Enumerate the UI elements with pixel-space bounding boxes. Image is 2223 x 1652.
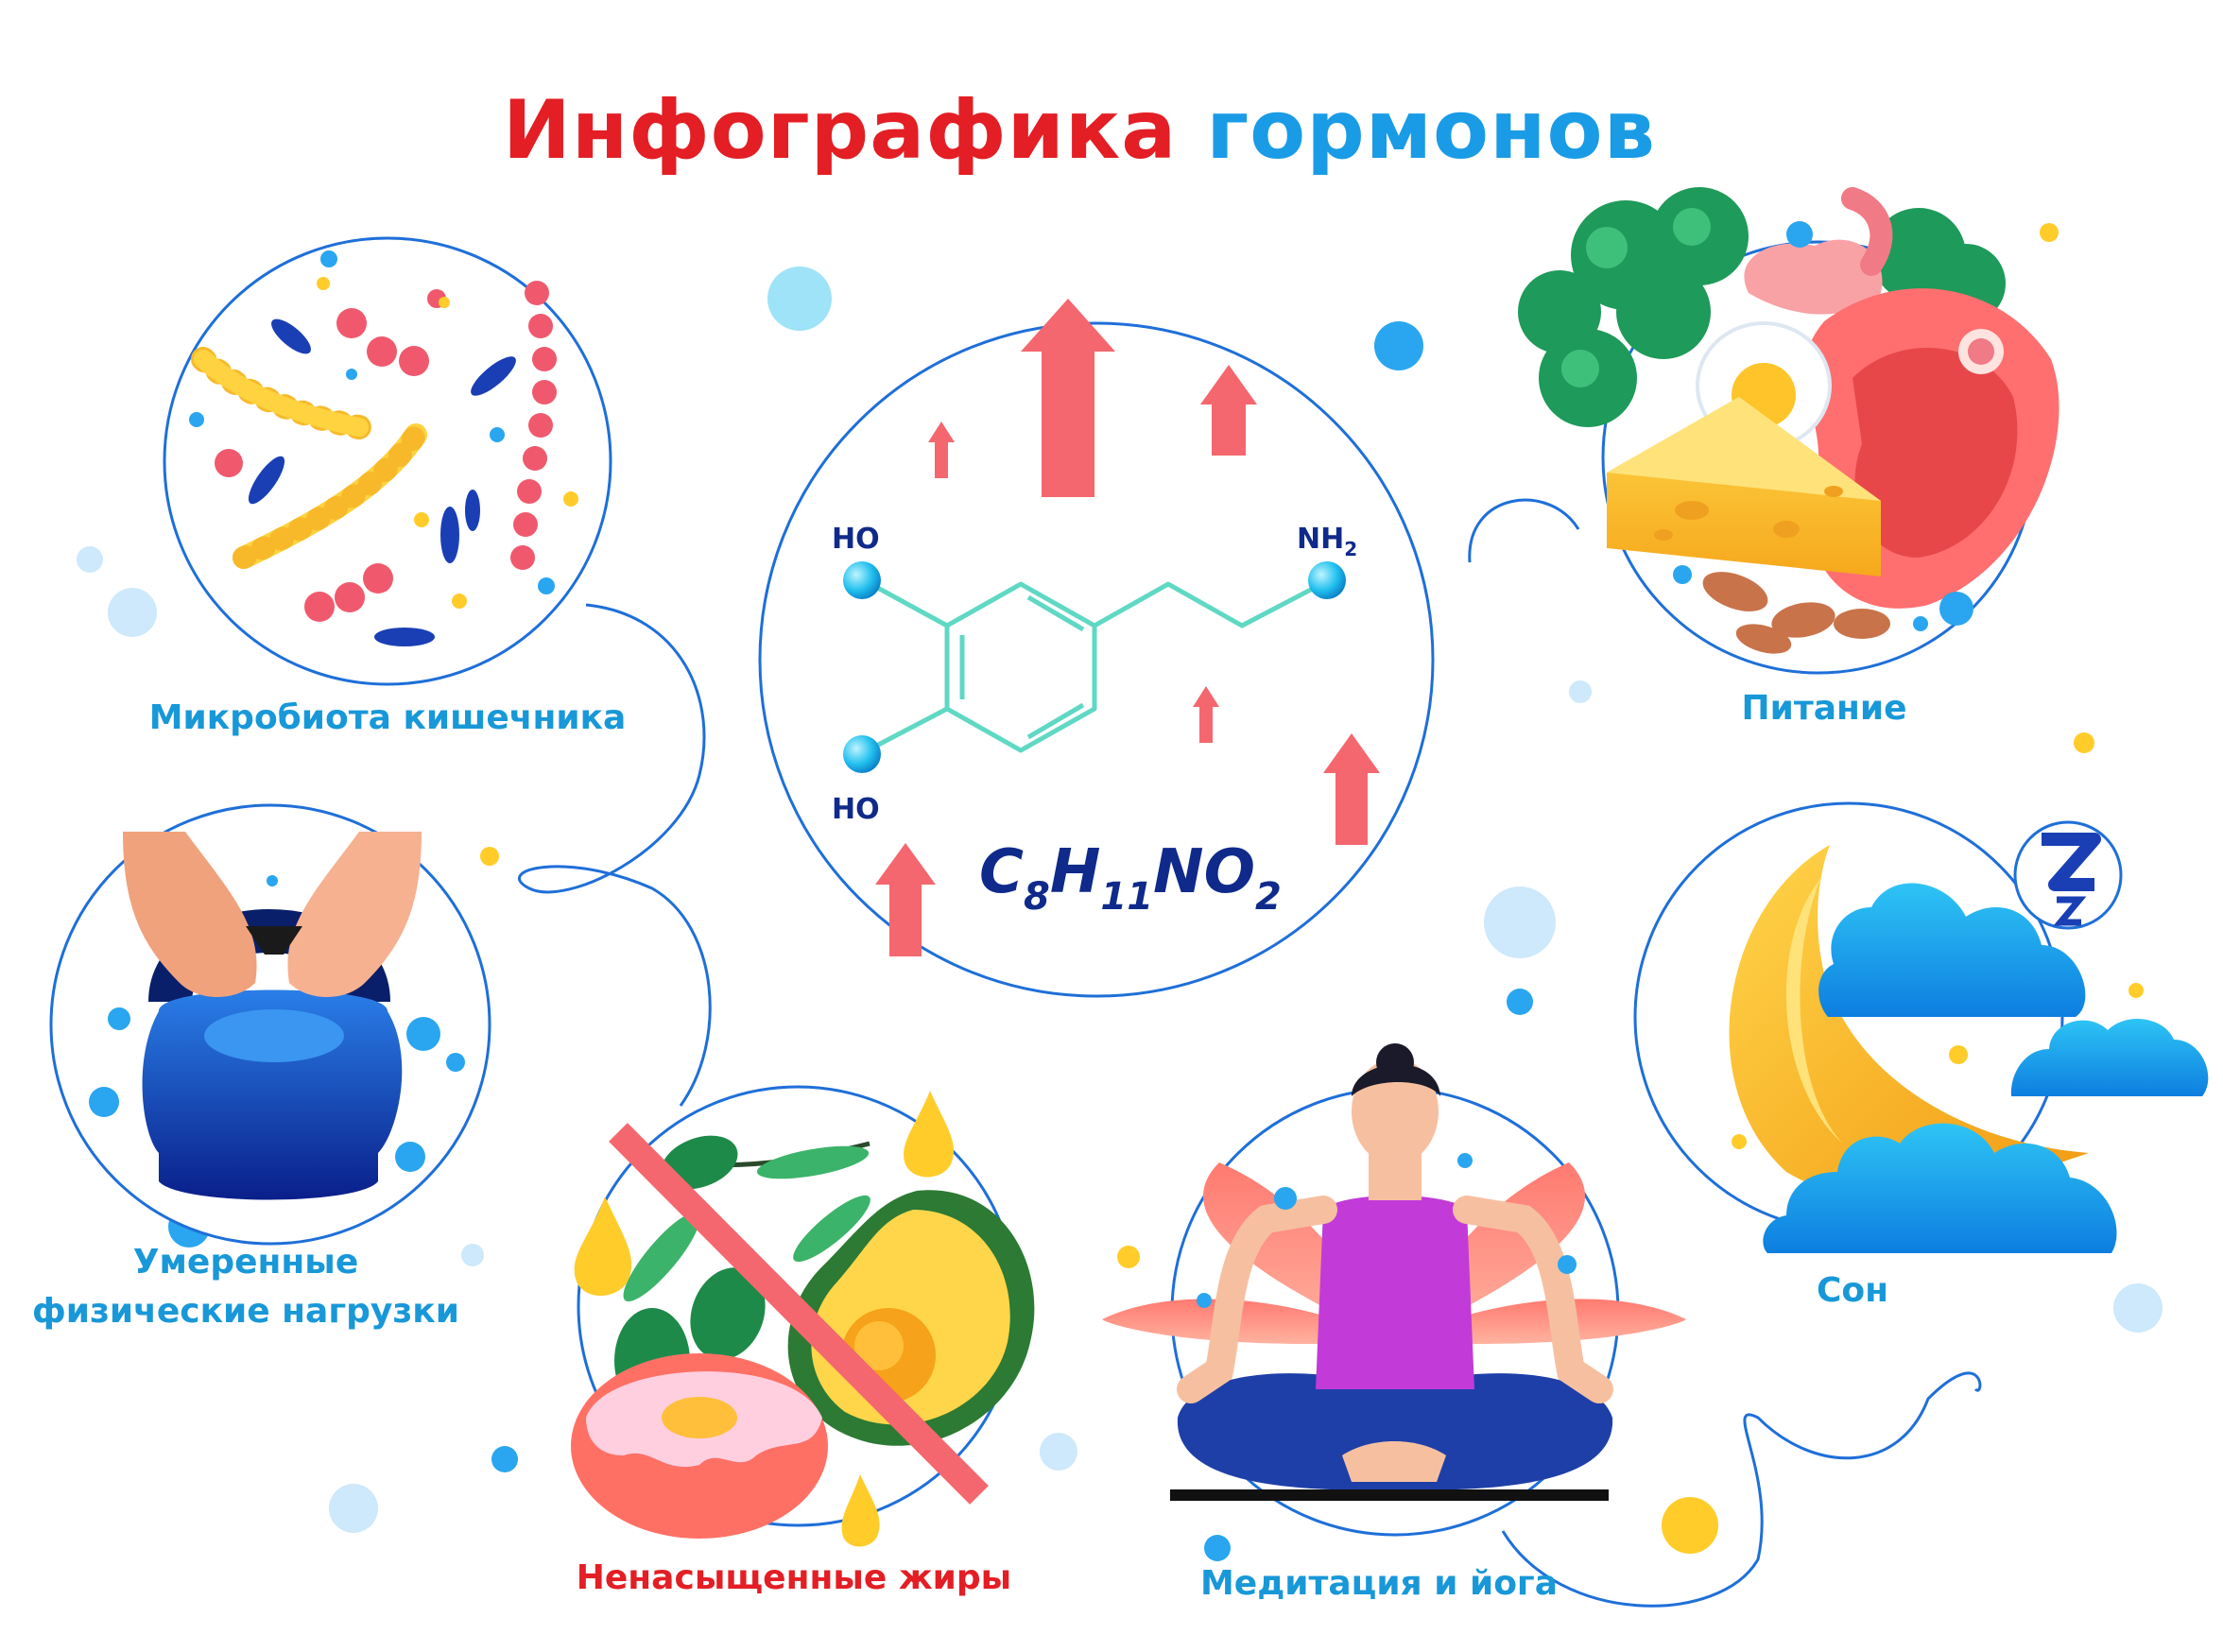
hydroxyl-label-bottom: HO xyxy=(832,793,880,826)
label-sleep: Сон xyxy=(1816,1271,1889,1310)
amine-label: NH2 xyxy=(1297,523,1357,560)
label-microbiota: Микробиота кишечника xyxy=(148,698,627,737)
title-part-blue: гормонов xyxy=(1206,83,1657,178)
label-nutrition: Питание xyxy=(1741,689,1907,728)
exercise-illustration xyxy=(49,803,491,1246)
decorative-dots xyxy=(77,223,2163,1561)
increase-arrows xyxy=(875,299,1380,956)
connector-lines xyxy=(517,498,1982,1608)
sleep-illustration xyxy=(1633,801,2209,1253)
label-exercise-line2: физические нагрузки xyxy=(32,1292,459,1331)
page-title: Инфографика гормонов xyxy=(0,83,2223,178)
yoga-illustration xyxy=(1102,1043,1686,1537)
molecule-illustration xyxy=(758,299,1435,998)
label-exercise: Умеренные физические нагрузки xyxy=(0,1238,491,1336)
title-part-red: Инфографика xyxy=(502,83,1178,178)
label-meditation: Медитация и йога xyxy=(1199,1564,1559,1603)
microbiota-illustration xyxy=(163,236,612,686)
hydroxyl-label-top: HO xyxy=(832,523,880,556)
chemical-formula: C8H11NO2 xyxy=(979,837,1282,919)
label-fats: Ненасыщенные жиры xyxy=(576,1558,1012,1597)
fats-illustration xyxy=(571,1085,1035,1547)
label-exercise-line1: Умеренные xyxy=(132,1243,359,1282)
food-illustration xyxy=(1518,187,2059,701)
